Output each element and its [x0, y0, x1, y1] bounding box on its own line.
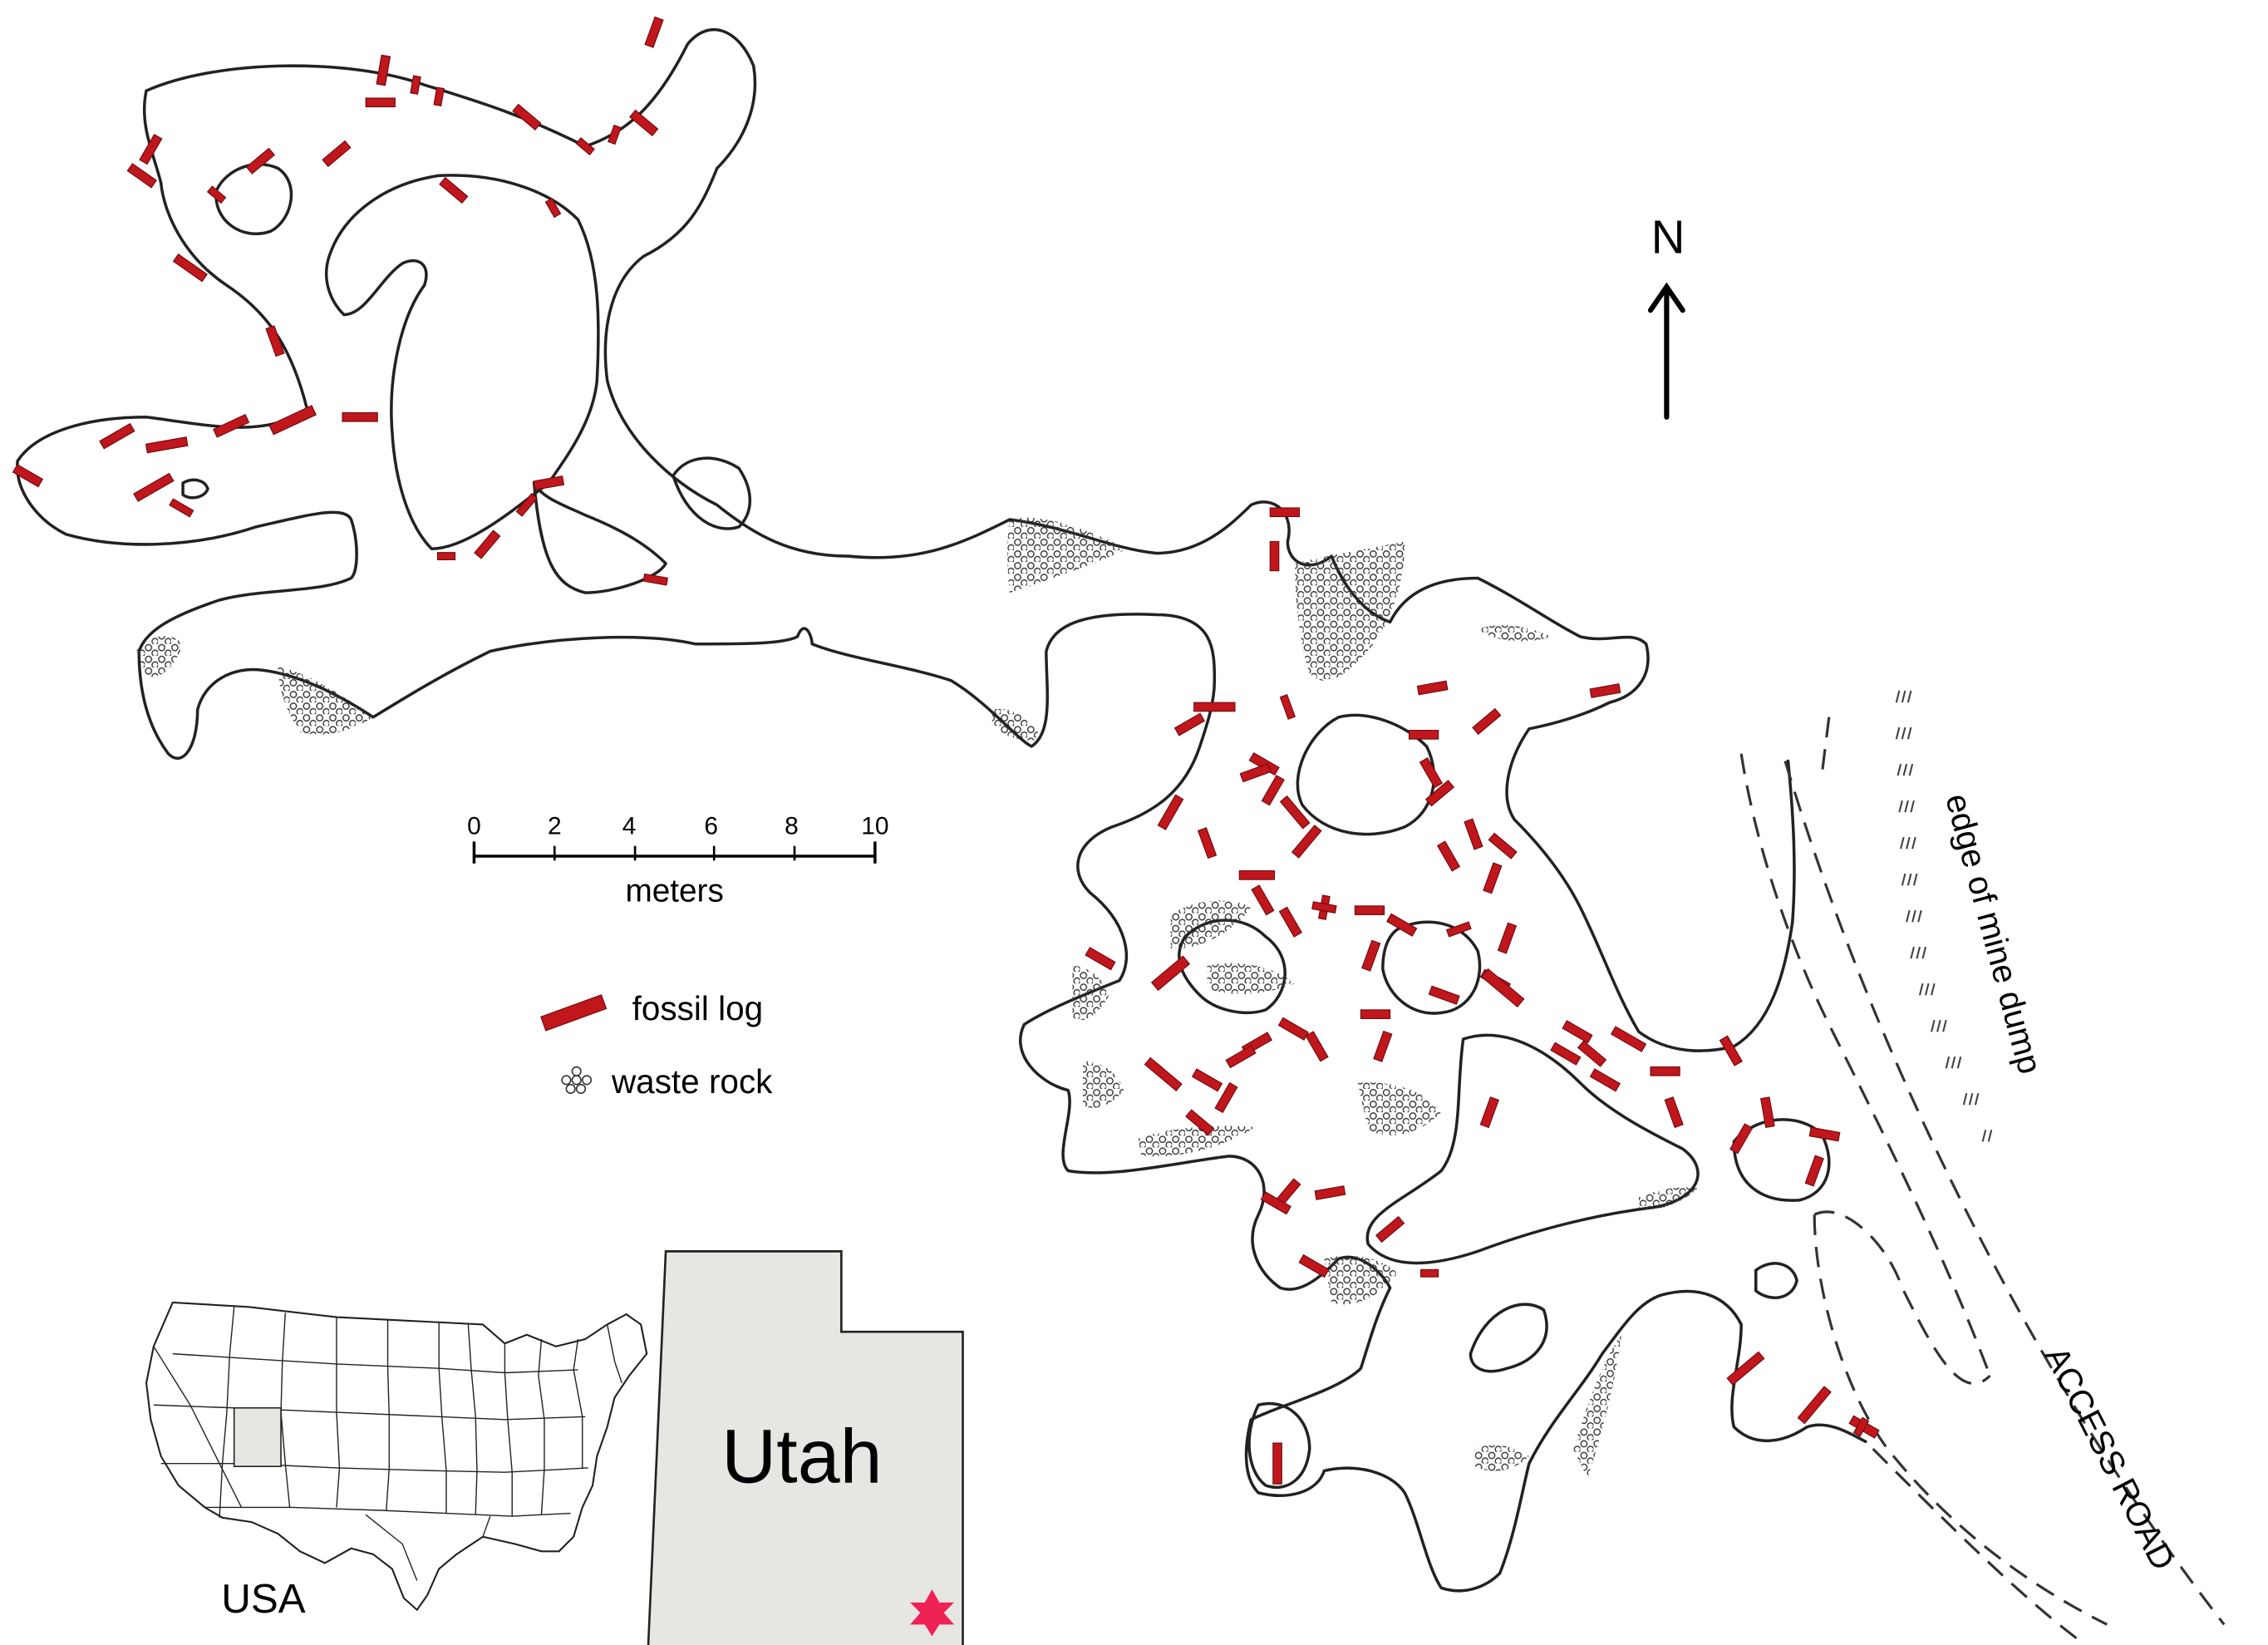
scale-bar: 0 2 4 6 8 10 meters — [467, 813, 888, 909]
utah-state-shape — [647, 1250, 964, 1645]
utah-label: Utah — [721, 1415, 882, 1500]
usa-label: USA — [221, 1576, 305, 1622]
usa-inset-map: USA — [145, 1301, 648, 1622]
access-road-label: ACCESS ROAD — [2038, 1341, 2183, 1576]
scale-unit-label: meters — [625, 874, 723, 909]
utah-highlight — [233, 1406, 282, 1467]
scale-tick-label: 8 — [785, 813, 799, 840]
fossil-logs — [12, 16, 1880, 1485]
waste-rock-patches — [135, 517, 1698, 1479]
north-arrow: N — [1647, 211, 1685, 420]
legend-fossil-log-label: fossil log — [632, 989, 764, 1027]
mine-dump-edge — [1895, 690, 1993, 1142]
north-label: N — [1651, 211, 1685, 263]
legend-waste-rock-label: waste rock — [611, 1062, 773, 1101]
scale-tick-label: 10 — [861, 813, 888, 840]
mine-dump-label: edge of mine dump — [1938, 790, 2049, 1078]
legend-fossil-log-swatch — [540, 994, 608, 1032]
legend: fossil log waste rock — [540, 989, 773, 1101]
legend-waste-rock-swatch — [561, 1066, 593, 1095]
scale-tick-label: 2 — [548, 813, 562, 840]
scale-tick-label: 4 — [622, 813, 637, 840]
scale-tick-label: 6 — [704, 813, 718, 840]
mine-tunnel-outline — [16, 28, 1867, 1593]
access-road-lines — [1739, 717, 2226, 1641]
usa-outline — [145, 1301, 648, 1612]
north-arrow-icon — [1647, 282, 1685, 420]
star-icon — [910, 1589, 954, 1637]
scale-tick-label: 0 — [467, 813, 481, 840]
utah-inset-map: Utah — [647, 1250, 964, 1645]
